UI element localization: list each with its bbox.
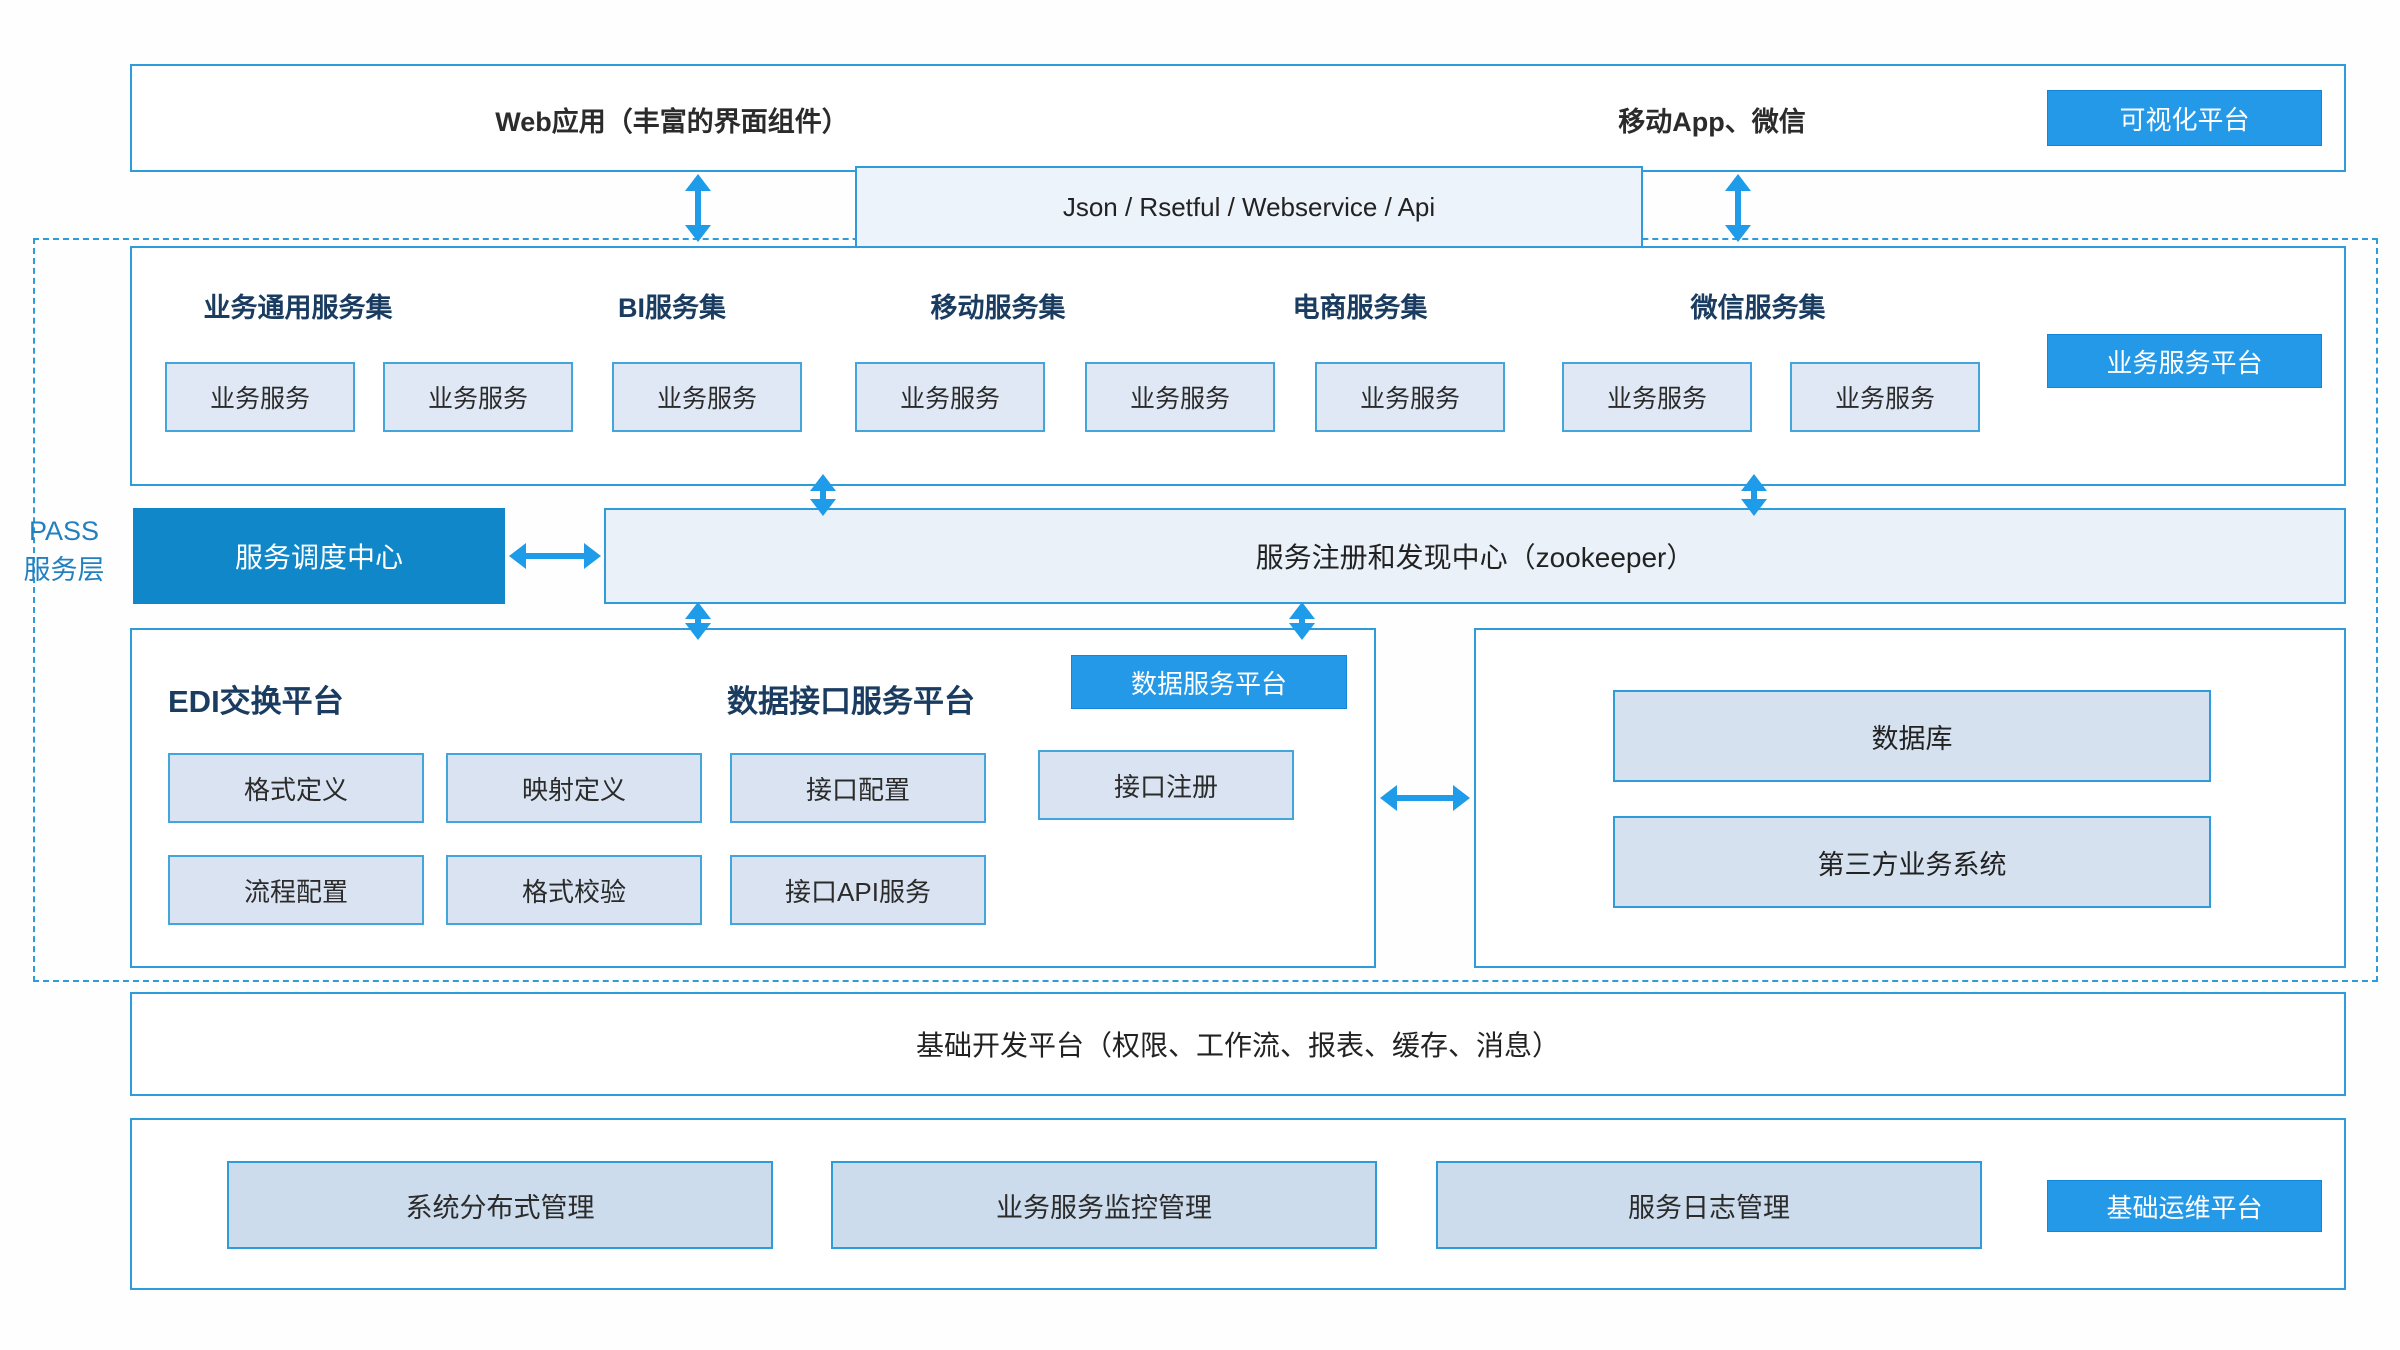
service-group-title-general: 业务通用服务集 [203,293,393,323]
data-interface-title: 数据接口服务平台 [727,684,975,719]
data-service-platform-badge: 数据服务平台 [1071,655,1347,709]
interface-config-cell: 接口配置 [730,753,986,823]
mapping-definition-cell: 映射定义 [446,753,702,823]
base-ops-platform-badge: 基础运维平台 [2047,1180,2322,1232]
mobile-app-label: 移动App、微信 [1618,107,1806,137]
arrow-platform-to-registry-left [809,474,837,516]
arrow-edi-to-external [1380,784,1470,812]
arrow-head-down-icon [685,225,711,242]
service-monitoring-cell: 业务服务监控管理 [831,1161,1377,1249]
process-config-cell: 流程配置 [168,855,424,925]
service-registry-box: 服务注册和发现中心（zookeeper） [604,508,2346,604]
visualization-platform-badge: 可视化平台 [2047,90,2322,146]
pass-layer-label-line1: PASS [28,516,100,546]
arrow-head-up-icon [685,174,711,191]
service-group-title-ecommerce: 电商服务集 [1292,293,1428,323]
business-service-cell-3: 业务服务 [612,362,802,432]
service-group-title-wechat: 微信服务集 [1690,293,1826,323]
business-service-platform-badge: 业务服务平台 [2047,334,2322,388]
base-dev-platform-box: 基础开发平台（权限、工作流、报表、缓存、消息） [130,992,2346,1096]
arrow-registry-to-edi-right [1288,602,1316,640]
database-cell: 数据库 [1613,690,2211,782]
service-group-title-mobile: 移动服务集 [930,293,1066,323]
arrow-registry-to-edi-left [684,602,712,640]
interface-registration-cell: 接口注册 [1038,750,1294,820]
arrow-mobile-to-api [1724,174,1752,242]
web-app-label: Web应用（丰富的界面组件） [495,107,849,137]
external-systems-box [1474,628,2346,968]
interface-api-service-cell: 接口API服务 [730,855,986,925]
arrow-web-to-api [684,174,712,242]
arrow-head-up-icon [1725,174,1751,191]
business-service-cell-6: 业务服务 [1315,362,1505,432]
service-group-title-bi: BI服务集 [618,293,726,323]
arrow-head-down-icon [1725,225,1751,242]
client-layer-box [130,64,2346,172]
distributed-management-cell: 系统分布式管理 [227,1161,773,1249]
api-protocol-bar: Json / Rsetful / Webservice / Api [855,166,1643,248]
business-service-cell-7: 业务服务 [1562,362,1752,432]
arrow-dispatch-to-registry [509,542,601,570]
business-service-cell-5: 业务服务 [1085,362,1275,432]
edi-title: EDI交换平台 [168,684,344,719]
service-log-management-cell: 服务日志管理 [1436,1161,1982,1249]
business-service-cell-1: 业务服务 [165,362,355,432]
business-service-cell-2: 业务服务 [383,362,573,432]
pass-layer-label: PASS 服务层 [8,512,120,590]
business-service-cell-4: 业务服务 [855,362,1045,432]
service-dispatch-center-box: 服务调度中心 [133,508,505,604]
business-service-cell-8: 业务服务 [1790,362,1980,432]
format-validation-cell: 格式校验 [446,855,702,925]
pass-layer-label-line2: 服务层 [23,555,105,586]
arrow-platform-to-registry-right [1740,474,1768,516]
third-party-system-cell: 第三方业务系统 [1613,816,2211,908]
format-definition-cell: 格式定义 [168,753,424,823]
